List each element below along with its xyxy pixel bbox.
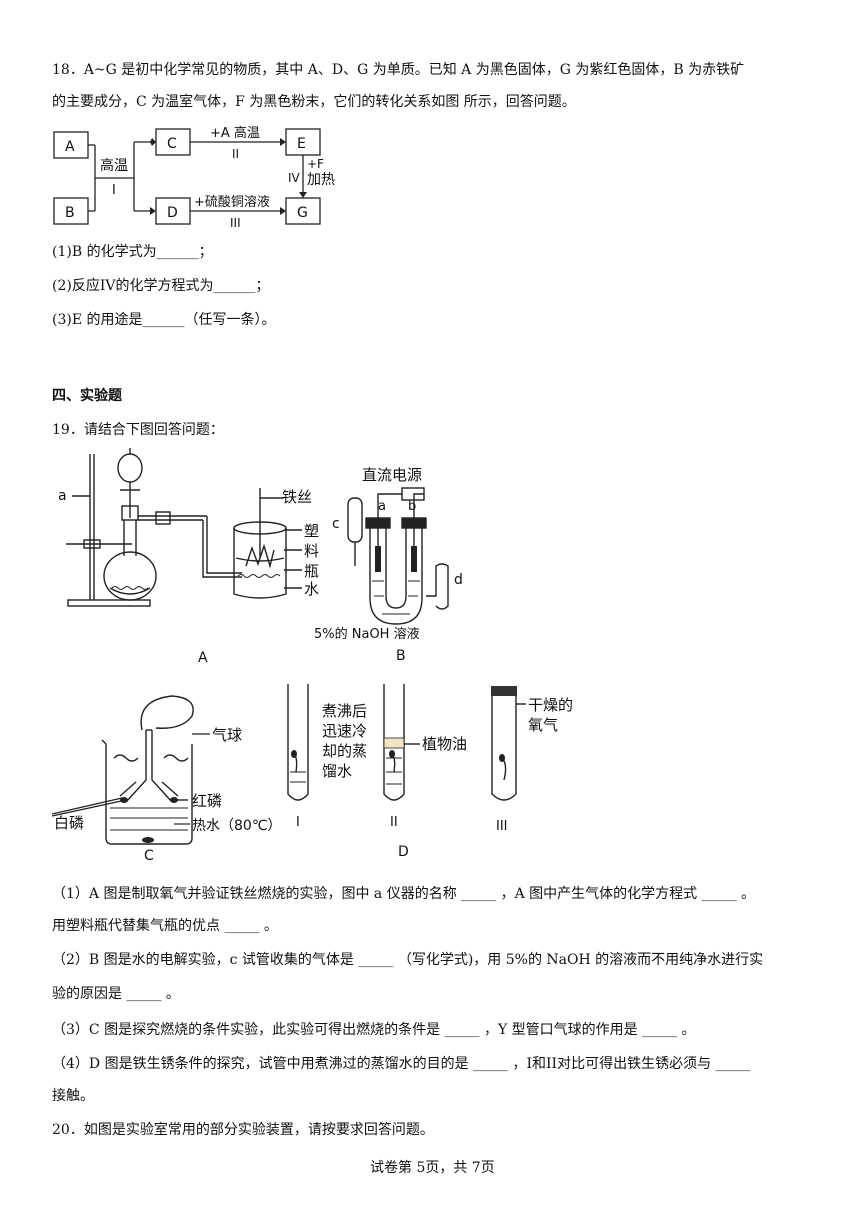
q18-part1: (1)B 的化学式为______； [52,244,213,260]
cond-ii-top: +A 高温 [210,125,260,141]
red-phosphorus-label: 红磷 [192,792,222,810]
bottle-char-2: 料 [304,542,319,560]
tube-d: d [454,572,463,588]
label-a: A [65,139,75,155]
q18-conversion-diagram: 高温 I +A 高温 II +硫酸铜溶液 III IV +F 加热 A B C … [53,125,335,230]
cond-i-top: 高温 [100,157,128,174]
oil-label: 植物油 [422,735,467,753]
tube-ii-label: II [390,815,398,830]
boiled-line1: 煮沸后 [322,702,367,720]
q18-line2: 的主要成分，C 为温室气体，F 为黑色粉末，它们的转化关系如图 所示，回答问题。 [52,94,576,110]
boiled-line3: 却的蒸 [322,742,367,760]
q18-part2: (2)反应IV的化学方程式为______； [52,278,270,294]
cond-ii-bottom: II [232,147,239,161]
boiled-line2: 迅速冷 [322,722,367,740]
white-phosphorus-label: 白磷 [54,814,84,832]
naoh-solution: 5%的 NaOH 溶液 [314,626,420,642]
figure-d-caption: D [398,844,409,860]
figure-a-caption: A [198,650,208,666]
cond-iv-left: IV [288,171,301,185]
q19-intro: 19．请结合下图回答问题： [52,422,224,438]
power-label: 直流电源 [362,466,422,484]
q18-part3: (3)E 的用途是______（任写一条）。 [52,312,276,328]
bottle-char-1: 塑 [304,522,319,540]
page-footer: 试卷第 5页，共 7页 [370,1160,495,1176]
electrode-a: a [378,499,386,514]
q19-part1-line1: （1）A 图是制取氧气并验证铁丝燃烧的实验，图中 a 仪器的名称 _____ ，… [52,886,756,902]
q19-part1-line2: 用塑料瓶代替集气瓶的优点 _____ 。 [52,918,278,934]
dry-line1: 干燥的 [528,696,573,714]
tube-iii-label: III [496,819,508,834]
label-e: E [297,136,306,152]
label-d: D [167,205,178,221]
q20-text: 20．如图是实验室常用的部分实验装置，请按要求回答问题。 [52,1122,434,1138]
figure-b-caption: B [396,648,406,664]
dry-line2: 氧气 [528,716,558,734]
label-c: C [167,136,177,152]
q18-line1: 18．A~G 是初中化学常见的物质，其中 A、D、G 为单质。已知 A 为黑色固… [52,62,745,78]
figure-d-rust-test: 煮沸后 迅速冷 却的蒸 馏水 植物油 干燥的 氧气 I II III D [287,684,573,860]
cond-iii-bottom: III [230,216,241,230]
boiled-line4: 馏水 [322,762,352,780]
q19-part2-line1: （2）B 图是水的电解实验，c 试管收集的气体是 _____ （写化学式)，用 … [52,952,764,968]
figure-a-oxygen-apparatus: a 铁丝 塑 料 瓶 水 A [58,448,319,666]
tube-i-label: I [296,815,300,830]
hot-water-label: 热水（80℃） [192,818,282,834]
cond-iii-top: +硫酸铜溶液 [194,195,270,210]
balloon-label: 气球 [212,726,242,744]
tube-c: c [332,516,340,532]
q19-part3: （3）C 图是探究燃烧的条件实验，此实验可得出燃烧的条件是 _____ ，Y 型… [52,1022,696,1038]
label-b: B [65,205,75,221]
label-g: G [297,205,308,221]
cond-iv-right2: 加热 [307,172,335,188]
q19-part4-line1: （4）D 图是铁生锈条件的探究，试管中用煮沸过的蒸馏水的目的是 _____ ，I… [52,1056,751,1072]
bottle-char-3: 瓶 [304,562,319,580]
cond-i-bottom: I [112,183,116,198]
electrode-b: b [408,499,416,514]
q19-part2-line2: 验的原因是 _____ 。 [52,986,180,1002]
figure-c-caption: C [144,848,154,864]
figure-c-combustion: 气球 红磷 白磷 热水（80℃） C [51,695,282,864]
label-a: a [58,488,67,504]
cond-iv-right1: +F [307,157,324,171]
section-heading: 四、实验题 [52,388,122,404]
figure-b-electrolysis: 直流电源 a b c d 5%的 NaOH 溶液 B [314,466,463,664]
q19-part4-line2: 接触。 [52,1088,94,1104]
iron-wire-label: 铁丝 [282,488,312,506]
water-label: 水 [304,580,319,598]
